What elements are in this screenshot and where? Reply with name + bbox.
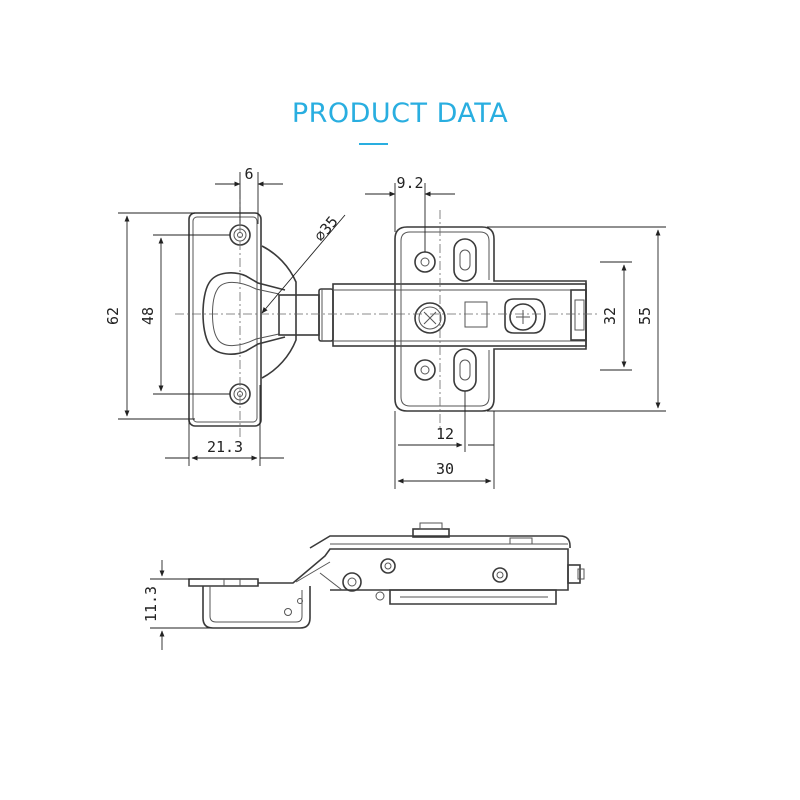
- page-title: PRODUCT DATA: [291, 98, 509, 129]
- dim-55-label: 55: [636, 307, 654, 325]
- dim-32-label: 32: [601, 307, 619, 325]
- dim-12-label: 12: [436, 425, 454, 443]
- dimension-12: 12: [398, 391, 494, 452]
- mounting-plate: [394, 226, 587, 412]
- dimension-9-2: 9.2: [365, 174, 455, 252]
- dimension-21-3: 21.3: [165, 385, 284, 466]
- cup-wing-plate: [188, 212, 262, 427]
- dim-11-3-label: 11.3: [142, 586, 160, 622]
- dim-48-label: 48: [139, 307, 157, 325]
- dim-9-2-label: 9.2: [396, 174, 423, 192]
- dim-6-label: 6: [244, 165, 253, 183]
- plate-holes: [414, 238, 477, 392]
- dim-30-label: 30: [436, 460, 454, 478]
- title-underline: [359, 143, 388, 145]
- adjustment-screw-left: [414, 302, 446, 334]
- dimension-11-3: 11.3: [142, 560, 210, 650]
- center-lines: [175, 190, 600, 440]
- dimension-62: 62: [104, 212, 195, 420]
- dim-21-3-label: 21.3: [207, 438, 243, 456]
- dimension-6: 6: [215, 165, 283, 224]
- dim-62-label: 62: [104, 307, 122, 325]
- side-view-cup: [188, 578, 311, 629]
- dimension-55: 55: [487, 226, 666, 412]
- adjustment-screw-right: [504, 298, 546, 334]
- side-view-arm: [258, 522, 585, 601]
- side-view-plate: [389, 589, 557, 605]
- dimension-32: 32: [600, 261, 632, 371]
- hinge-cup-shape: [202, 245, 297, 379]
- dimension-48: 48: [139, 234, 230, 395]
- dim-35-label: ⌀35: [311, 213, 342, 245]
- dimension-30: 30: [394, 411, 495, 489]
